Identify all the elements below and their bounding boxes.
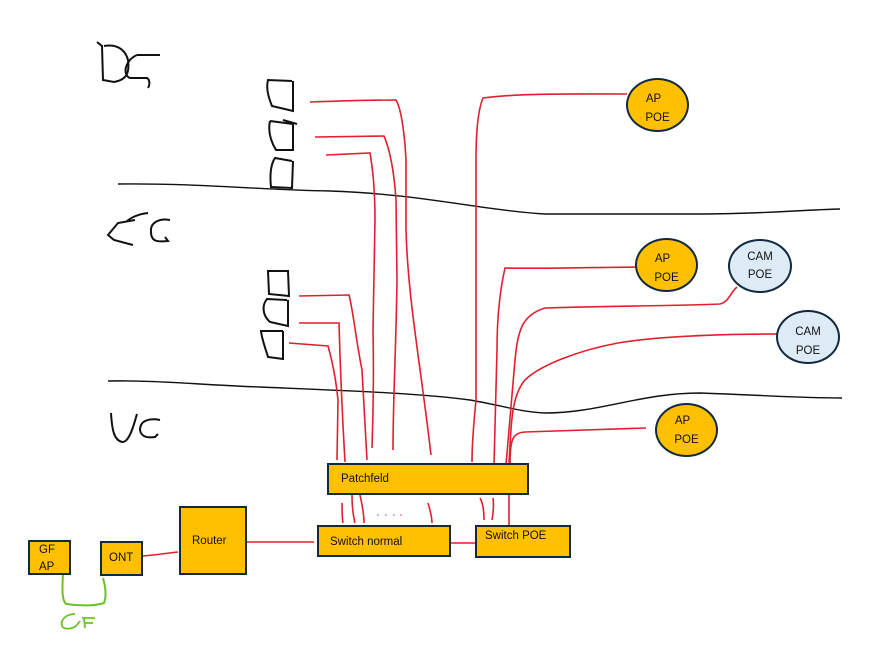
cables	[142, 93, 785, 557]
cable-eg-outlet-2	[299, 322, 346, 463]
cable-patch-switch-3	[359, 494, 365, 524]
floor-divider-eg-ug	[107, 380, 843, 414]
cable-fiber	[61, 573, 107, 607]
patchfeld-label: Patchfeld	[341, 473, 389, 485]
ap-poe-dg-line2: POE	[645, 112, 670, 124]
switch-normal-label: Switch normal	[330, 536, 403, 548]
cable-dg-outlet-3	[325, 152, 376, 449]
patchfeld: Patchfeld	[327, 463, 529, 495]
cable-patch-switch-4	[427, 502, 433, 524]
floor-label-eg	[106, 212, 171, 246]
ap-poe-eg: AP POE	[635, 238, 698, 292]
ont: ONT	[100, 541, 143, 576]
ap-poe-ug-line2: POE	[674, 434, 699, 446]
gf-ap-label-line2: AP	[39, 561, 55, 573]
wall-outlet	[266, 270, 291, 298]
cable-patch-switch-1	[341, 502, 344, 524]
ap-poe-dg-line1: AP	[645, 93, 662, 105]
ap-poe-dg: AP POE	[626, 78, 689, 132]
cam-poe-eg-1-line1: CAM	[747, 251, 773, 263]
ap-poe-eg-line1: AP	[654, 253, 671, 265]
cable-patch-poe-1	[479, 497, 485, 521]
floor-divider-dg-eg	[117, 183, 841, 215]
wall-outlets-eg	[259, 270, 291, 361]
ont-label: ONT	[109, 552, 134, 564]
cable-cam-eg-2	[508, 333, 785, 466]
cam-poe-eg-2-line2: POE	[795, 345, 821, 357]
switch-poe: Switch POE	[475, 525, 571, 558]
floor-label-dg	[96, 41, 160, 89]
fiber-label-handwriting	[60, 613, 95, 630]
ellipsis-dots	[377, 514, 402, 516]
wall-outlet	[269, 156, 294, 190]
cam-poe-eg-1: CAM POE	[728, 239, 792, 293]
cable-ap-eg	[493, 266, 643, 466]
cam-poe-eg-2: CAM POE	[776, 310, 840, 364]
wall-outlets-dg	[266, 78, 298, 190]
ap-poe-ug-line1: AP	[674, 415, 691, 427]
switch-normal: Switch normal	[317, 525, 451, 557]
cable-eg-outlet-3	[288, 342, 339, 461]
wall-outlet	[268, 119, 298, 151]
cam-poe-eg-1-line2: POE	[747, 269, 773, 281]
cable-ap-ug	[509, 427, 647, 466]
cable-patch-switch-2	[351, 494, 356, 524]
gf-ap-label-line1: GF	[39, 544, 55, 556]
router-label: Router	[192, 535, 227, 547]
floor-label-ug	[110, 412, 161, 443]
ap-poe-ug: AP POE	[655, 403, 718, 457]
cable-ap-dg	[471, 93, 628, 463]
gf-ap: GF AP	[28, 540, 71, 575]
cable-dg-outlet-2	[314, 135, 398, 451]
cable-dg-outlet-1	[309, 99, 432, 456]
ap-poe-eg-line2: POE	[654, 272, 679, 284]
wall-outlet	[266, 78, 294, 113]
switch-poe-label: Switch POE	[485, 530, 547, 542]
router: Router	[179, 506, 247, 575]
cam-poe-eg-2-line1: CAM	[795, 326, 821, 338]
cable-cam-eg-1	[505, 286, 738, 466]
cable-patch-poe-2	[491, 497, 495, 521]
wall-outlet	[262, 297, 289, 328]
cable-ont-router	[142, 551, 179, 557]
wall-outlet	[259, 330, 284, 361]
cable-eg-outlet-1	[298, 294, 368, 461]
